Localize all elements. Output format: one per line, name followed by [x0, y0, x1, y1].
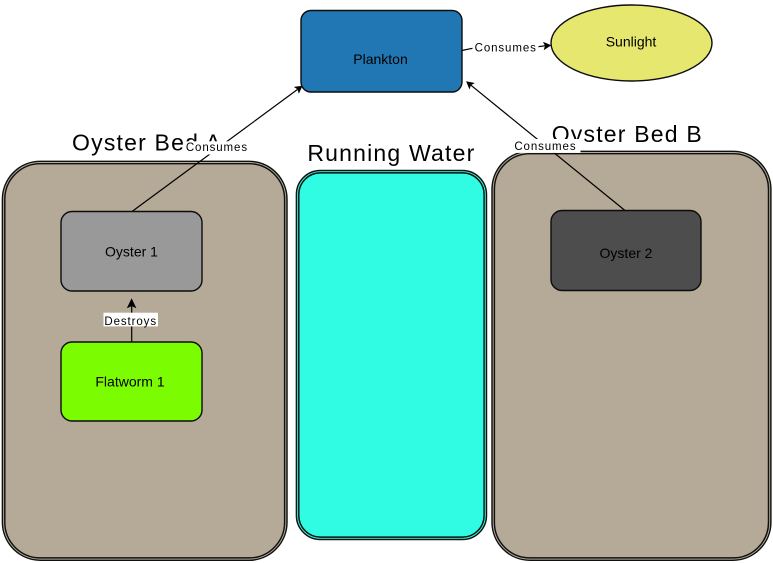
svg-text:Running Water: Running Water	[307, 140, 475, 166]
svg-text:Oyster 2: Oyster 2	[600, 245, 653, 261]
svg-text:Consumes: Consumes	[186, 142, 248, 154]
svg-text:Flatworm 1: Flatworm 1	[95, 374, 164, 390]
svg-text:Oyster 1: Oyster 1	[105, 244, 158, 260]
svg-text:Consumes: Consumes	[514, 141, 576, 153]
svg-text:Consumes: Consumes	[475, 43, 537, 55]
svg-text:Destroys: Destroys	[104, 316, 157, 328]
svg-text:Plankton: Plankton	[353, 51, 407, 67]
svg-text:Sunlight: Sunlight	[606, 34, 657, 50]
